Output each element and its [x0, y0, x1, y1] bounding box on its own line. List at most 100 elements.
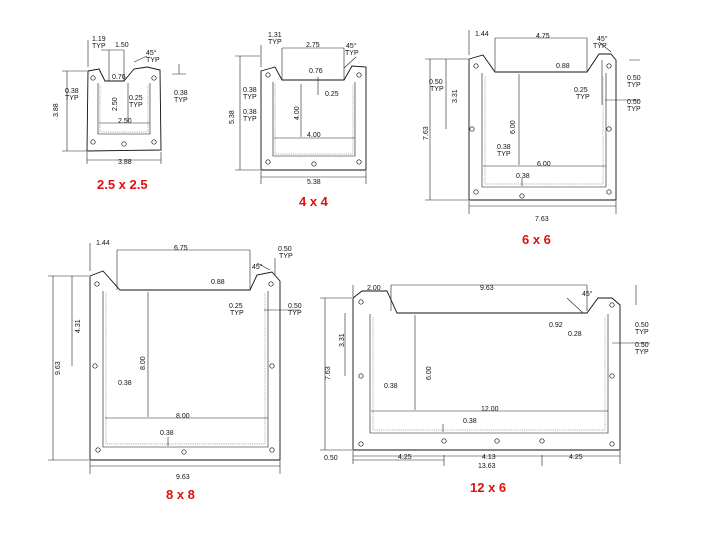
- mounting-hole: [494, 438, 500, 444]
- mounting-hole: [268, 281, 274, 287]
- dim-label: 5.38: [229, 110, 236, 124]
- part-outline: [260, 65, 367, 171]
- dim-label: TYP: [430, 86, 444, 93]
- dim-label: 3.88: [118, 159, 132, 166]
- mounting-hole: [519, 193, 525, 199]
- drawing-title: 2.5 x 2.5: [97, 177, 148, 192]
- dim-label: 0.50: [324, 455, 338, 462]
- mounting-hole: [269, 363, 275, 369]
- dim-label: 1.44: [96, 240, 110, 247]
- dim-label: 45°: [597, 35, 608, 43]
- mounting-hole: [473, 63, 479, 69]
- dim-label: 2.75: [306, 42, 320, 49]
- drawing-2-5x2-5: 1.19 TYP 1.50 45° TYP 0.76 0.38 TYP 0.38…: [53, 36, 188, 192]
- mounting-hole: [90, 139, 96, 145]
- cutout-outline: [272, 82, 356, 157]
- dim-label: 4.00: [307, 132, 321, 139]
- dim-label: 9.63: [480, 285, 494, 292]
- mounting-hole: [358, 373, 364, 379]
- dim-label: 0.76: [112, 74, 126, 81]
- mounting-hole: [358, 299, 364, 305]
- mounting-hole: [356, 72, 362, 78]
- dim-label: 0.38: [243, 109, 257, 116]
- mounting-hole: [609, 441, 615, 447]
- dim-label: 0.38: [463, 418, 477, 425]
- dim-label: 0.76: [309, 68, 323, 75]
- dim-label: 0.38: [243, 87, 257, 94]
- dim-label: 0.25: [229, 303, 243, 310]
- dim-label: 7.63: [325, 366, 332, 380]
- dim-label: TYP: [627, 82, 641, 89]
- dim-label: 0.88: [556, 63, 570, 70]
- mounting-hole: [151, 75, 157, 81]
- dim-label: 0.38: [65, 88, 79, 95]
- mounting-hole: [311, 161, 317, 167]
- dim-label: TYP: [92, 43, 106, 50]
- mounting-hole: [265, 159, 271, 165]
- dim-label: 1.19: [92, 36, 106, 43]
- dim-label: 7.63: [423, 126, 430, 140]
- mounting-hole: [269, 447, 275, 453]
- dim-label: 0.50: [278, 246, 292, 253]
- drawing-6x6: 1.44 4.75 45° TYP 0.50 TYP 3.31 0.88 0.2…: [423, 30, 641, 247]
- dim-label: 45°: [252, 263, 263, 271]
- dim-label: 0.25: [325, 91, 339, 98]
- dim-label: 0.28: [568, 331, 582, 338]
- part-outline: [89, 270, 281, 461]
- dim-label: 0.92: [549, 322, 563, 329]
- dim-label: TYP: [243, 94, 257, 101]
- dim-label: 4.31: [75, 319, 82, 333]
- dim-label: 0.88: [211, 279, 225, 286]
- dim-label: 4.25: [398, 454, 412, 461]
- dim-label: 0.38: [516, 173, 530, 180]
- dim-label: TYP: [243, 116, 257, 123]
- cutout-inner: [274, 84, 354, 155]
- dim-label: TYP: [146, 57, 160, 64]
- mounting-hole: [606, 189, 612, 195]
- mounting-hole: [95, 447, 101, 453]
- drawing-title: 6 x 6: [522, 232, 551, 247]
- dim-label: TYP: [627, 106, 641, 113]
- dim-label: TYP: [288, 310, 302, 317]
- cutout-inner: [99, 85, 149, 133]
- dim-label: 45°: [582, 290, 593, 298]
- dimension-lines: [320, 284, 650, 466]
- cutout-outline: [97, 83, 151, 135]
- dim-label: 2.00: [367, 285, 381, 292]
- drawing-8x8: 1.44 6.75 0.50 TYP 45° 0.88 0.25 TYP 0.5…: [48, 240, 302, 502]
- dim-label: 5.38: [307, 179, 321, 186]
- dim-label: 1.50: [115, 42, 129, 49]
- dim-label: 0.50: [288, 303, 302, 310]
- dim-label: TYP: [635, 329, 649, 336]
- cutout-inner: [372, 317, 606, 431]
- mounting-hole: [358, 441, 364, 447]
- dim-label: 3.88: [53, 103, 60, 117]
- cutout-outline: [102, 291, 269, 448]
- dim-label: 8.00: [140, 356, 147, 370]
- part-outline: [468, 53, 617, 201]
- dim-label: TYP: [268, 39, 282, 46]
- dim-label: TYP: [230, 310, 244, 317]
- dim-label: 0.50: [429, 79, 443, 86]
- dim-label: TYP: [593, 43, 607, 50]
- dim-label: 4.00: [294, 106, 301, 120]
- dim-label: 6.00: [426, 366, 433, 380]
- dim-label: 12.00: [481, 406, 499, 413]
- drawing-12x6: 2.00 9.63 45° 0.92 0.28 0.50 TYP 0.50 TY…: [320, 284, 650, 495]
- dim-label: 6.75: [174, 245, 188, 252]
- dim-label: 0.38: [497, 144, 511, 151]
- dim-label: 0.38: [160, 430, 174, 437]
- dim-label: TYP: [279, 253, 293, 260]
- dim-label: 9.63: [55, 361, 62, 375]
- dim-label: 7.63: [535, 216, 549, 223]
- dim-label: 3.31: [339, 333, 346, 347]
- dim-label: 2.50: [112, 97, 119, 111]
- dim-label: 0.38: [174, 90, 188, 97]
- cutout-inner: [105, 293, 266, 445]
- dim-label: 0.50: [635, 342, 649, 349]
- mounting-hole: [90, 75, 96, 81]
- mounting-hole: [606, 63, 612, 69]
- mounting-hole: [181, 449, 187, 455]
- dim-label: 0.50: [627, 99, 641, 106]
